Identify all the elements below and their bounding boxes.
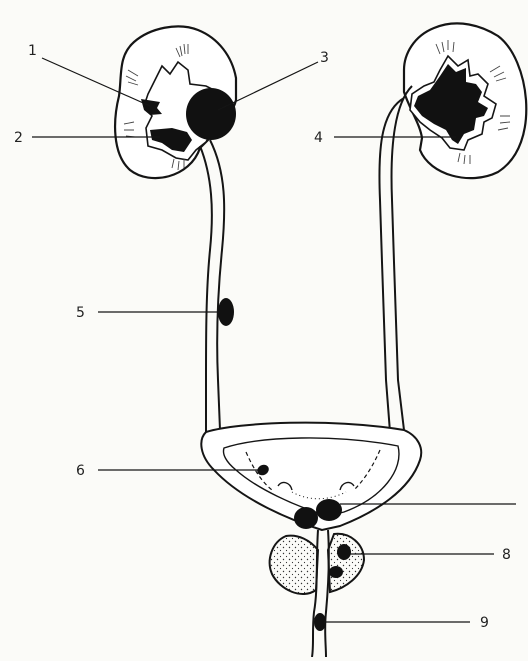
prostate-left-lobe [270,536,318,594]
bladder-stone-b [316,499,342,521]
urethra-right-wall [325,530,329,657]
label-6: 6 [76,463,85,479]
prostate-stone-b [329,566,343,578]
label-8: 8 [502,547,511,563]
stone-5 [218,298,234,326]
label-3: 3 [320,50,329,66]
bladder-stone-a [294,507,318,529]
label-1: 1 [28,43,37,59]
prostate-stone-a [337,544,351,560]
label-9: 9 [480,615,489,631]
prostate-right-lobe [328,534,364,592]
label-4: 4 [314,130,323,146]
ureters [200,86,412,432]
left-ureter-inner [200,146,212,432]
right-ureter-outer [392,86,412,430]
left-kidney [115,26,236,178]
label-2: 2 [14,130,23,146]
left-ureter-outer [210,140,224,430]
label-5: 5 [76,305,85,321]
right-kidney [404,23,526,178]
stone-3 [186,88,236,140]
